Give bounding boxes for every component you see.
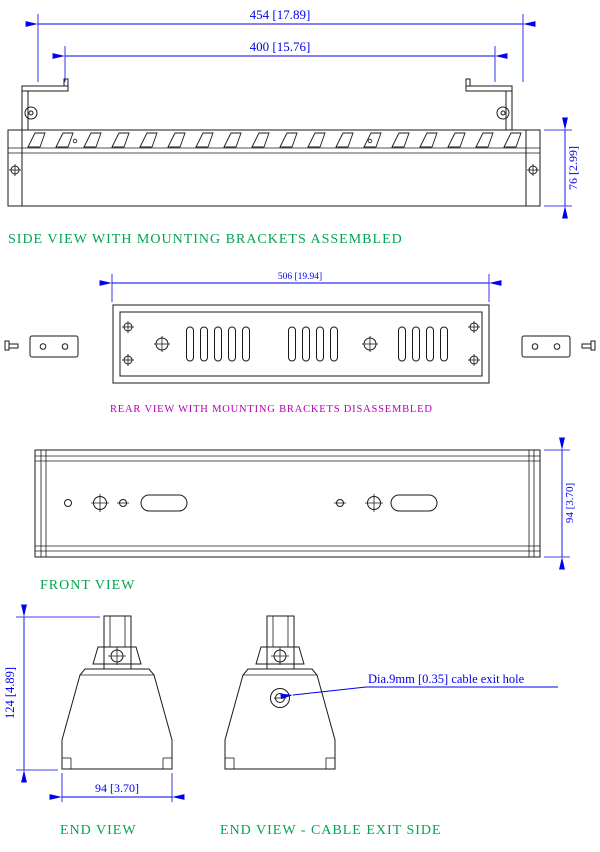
keyhole-slot [140,494,188,512]
bracket-plate [29,335,79,358]
heatsink-fins [26,132,524,148]
end-view-cable-drawing [224,615,336,770]
cable-hole-callout-text: Dia.9mm [0.35] cable exit hole [368,672,525,686]
front-screw-slotted [117,499,129,507]
dim-bracket-spacing: 400 [15.76] [52,39,508,82]
cable-hole-callout: Dia.9mm [0.35] cable exit hole [280,672,558,700]
side-view: 454 [17.89] 400 [15.76] [7,7,580,247]
cable-exit-hole [270,688,290,708]
endcap-screw-right [527,164,539,176]
rear-view-title: REAR VIEW WITH MOUNTING BRACKETS DISASSE… [110,404,433,415]
end-view-title: END VIEW [60,823,137,838]
dim-text-side-height: 76 [2.99] [566,146,580,190]
dim-text-end-width: 94 [3.70] [95,781,139,795]
mounting-bracket-left [21,78,69,131]
bracket-stem [266,615,295,670]
endcap-screw-left [9,164,21,176]
front-screw-large [91,494,109,512]
bolt-shaft [8,343,19,349]
front-screw-large [365,494,383,512]
front-view-title: FRONT VIEW [40,578,135,593]
dim-side-height: 76 [2.99] [544,117,580,219]
bracket-stem [103,615,132,670]
end-view-cable-exit: Dia.9mm [0.35] cable exit hole END VIEW … [220,615,558,838]
bolt-head [4,340,10,351]
side-view-title: SIDE VIEW WITH MOUNTING BRACKETS ASSEMBL… [8,232,403,247]
housing-profile [61,668,173,770]
bracket-knob [496,106,510,120]
dim-front-height: 94 [3.70] [544,437,576,570]
detached-bracket-left [4,335,79,358]
keyhole-slot [390,494,438,512]
dim-text-front-height: 94 [3.70] [564,483,576,523]
dim-overall-width: 454 [17.89] [25,7,536,82]
dim-end-width: 94 [3.70] [49,773,185,802]
detached-bracket-right [521,335,596,358]
bracket-plate [521,335,571,358]
rear-screw-large [362,336,378,352]
mounting-bracket-right [465,78,513,131]
front-screw-slotted [334,499,346,507]
vent-slots-group-2 [288,326,338,362]
end-view: 124 [4.89] 94 [3.70] END VIEW [3,604,185,838]
rear-screw-small [468,321,480,333]
fin-dot [72,138,78,144]
rear-screw-small [122,354,134,366]
rear-screw-small [122,321,134,333]
dim-end-height: 124 [4.89] [3,604,100,783]
fixture-body-side [7,129,541,207]
dim-text-overall-width: 454 [17.89] [250,7,311,22]
pivot-plate [92,646,142,665]
end-view-cable-title: END VIEW - CABLE EXIT SIDE [220,823,442,838]
dim-rear-length: 506 [19.94] [99,272,502,302]
vent-slots-group-1 [186,326,250,362]
dim-text-rear-length: 506 [19.94] [278,272,322,282]
fixture-body-rear [112,304,490,384]
dim-text-end-height: 124 [4.89] [3,667,17,719]
pilot-hole [64,499,72,507]
bolt-shaft [581,343,592,349]
pivot-plate [255,646,305,665]
bracket-knob [24,106,38,120]
pivot-screw [108,647,126,665]
rear-view: 506 [19.94] [4,272,596,415]
rear-screw-small [468,354,480,366]
rear-screw-large [154,336,170,352]
bolt-head [590,340,596,351]
front-view: 94 [3.70] FRONT VIEW [34,437,576,593]
fin-dot [367,138,373,144]
pivot-screw [271,647,289,665]
vent-slots-group-3 [398,326,448,362]
dim-text-bracket-spacing: 400 [15.76] [250,39,311,54]
housing-profile [224,668,336,770]
end-view-drawing [61,615,173,770]
fixture-body-front [34,449,541,558]
